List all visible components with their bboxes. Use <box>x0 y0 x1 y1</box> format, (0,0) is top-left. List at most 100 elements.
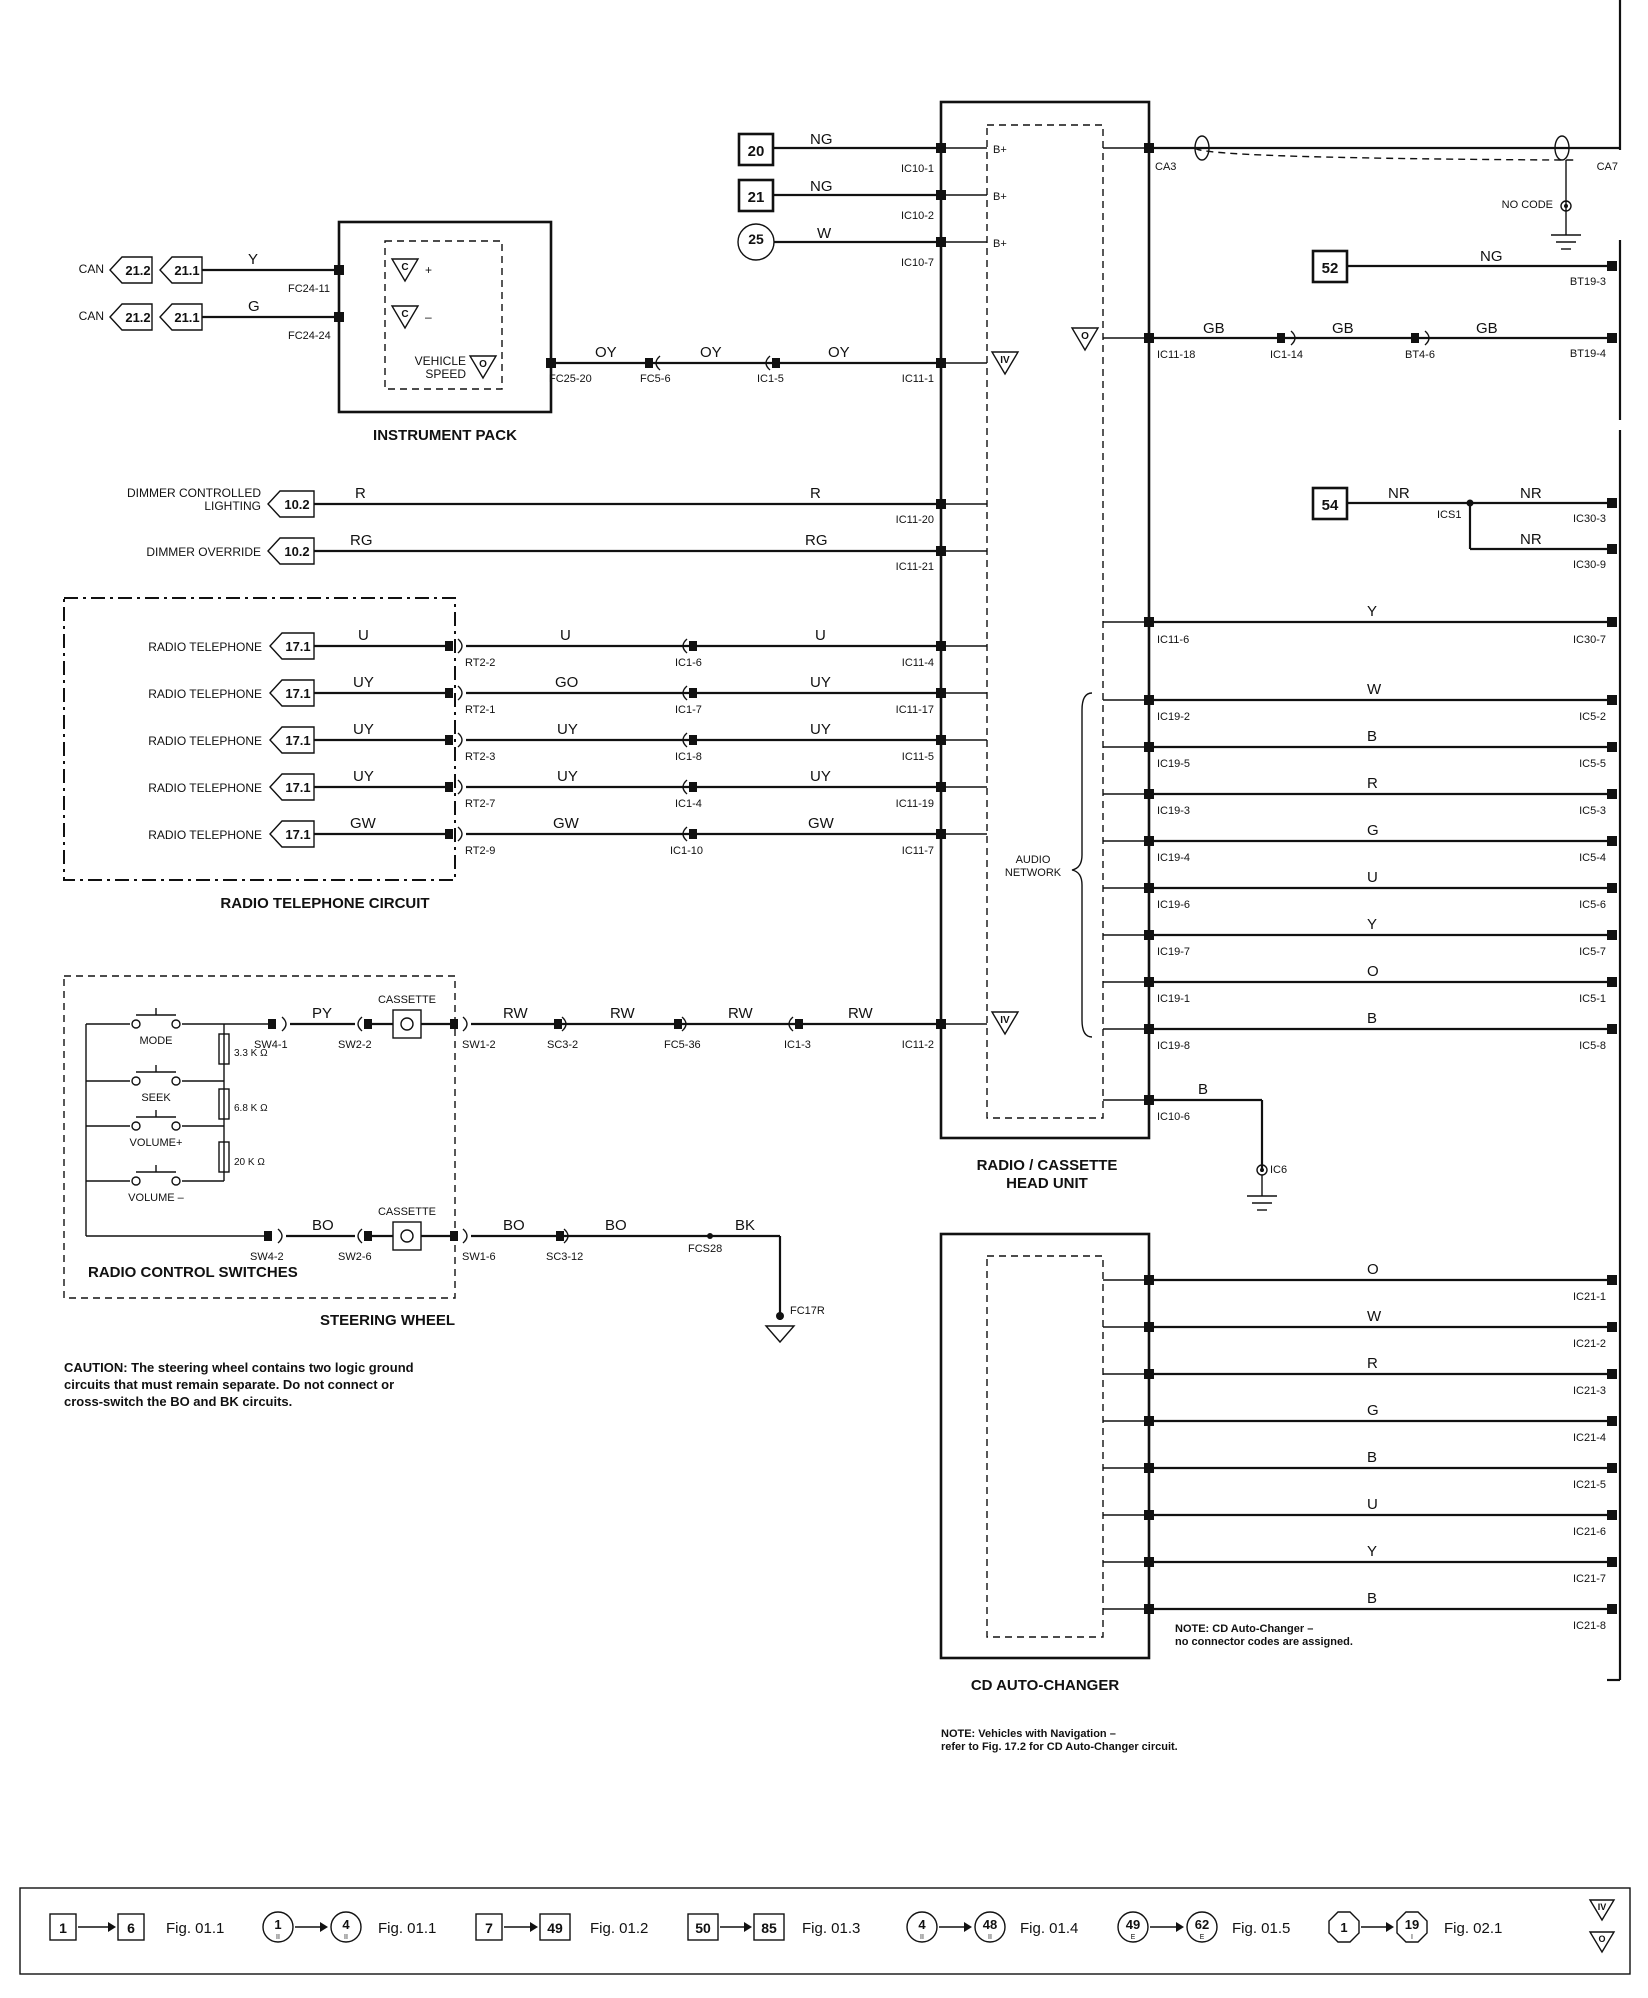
svg-text:RG: RG <box>805 532 828 549</box>
svg-text:IC1-14: IC1-14 <box>1270 349 1303 361</box>
svg-text:49: 49 <box>1126 1917 1140 1932</box>
svg-text:Fig. 01.5: Fig. 01.5 <box>1232 1920 1290 1937</box>
svg-text:48: 48 <box>983 1917 997 1932</box>
svg-text:B: B <box>1367 1590 1377 1607</box>
rw-circuit: RW RW RW RW SW1-2 SC3-2 FC5-36 IC1-3 IC1… <box>450 1005 936 1051</box>
svg-text:21: 21 <box>748 189 765 206</box>
svg-text:B+: B+ <box>993 144 1007 156</box>
svg-text:IC21-7: IC21-7 <box>1573 1573 1606 1585</box>
svg-text:4: 4 <box>342 1917 350 1932</box>
svg-text:C: C <box>401 309 408 320</box>
svg-text:NR: NR <box>1388 485 1410 502</box>
svg-text:II: II <box>344 1934 348 1941</box>
svg-text:W: W <box>1367 1308 1382 1325</box>
svg-text:IC19-4: IC19-4 <box>1157 852 1190 864</box>
svg-text:circuits that must remain sepa: circuits that must remain separate. Do n… <box>64 1377 394 1392</box>
svg-text:19: 19 <box>1405 1917 1419 1932</box>
svg-text:IV: IV <box>1000 355 1010 366</box>
svg-text:IC5-7: IC5-7 <box>1579 946 1606 958</box>
svg-text:IC21-3: IC21-3 <box>1573 1385 1606 1397</box>
svg-text:IC11-6: IC11-6 <box>1157 634 1189 646</box>
svg-text:IV: IV <box>1598 1902 1607 1912</box>
svg-text:1: 1 <box>274 1917 281 1932</box>
svg-text:Y: Y <box>1367 1543 1377 1560</box>
svg-text:IC5-1: IC5-1 <box>1579 993 1606 1005</box>
svg-text:SW4-1: SW4-1 <box>254 1039 288 1051</box>
svg-text:C: C <box>401 262 408 273</box>
svg-text:UY: UY <box>353 674 374 691</box>
svg-text:IC19-8: IC19-8 <box>1157 1040 1190 1052</box>
svg-text:17.1: 17.1 <box>285 733 310 748</box>
svg-text:W: W <box>1367 681 1382 698</box>
svg-text:PY: PY <box>312 1005 332 1022</box>
svg-text:G: G <box>1367 822 1379 839</box>
svg-text:B: B <box>1367 1010 1377 1027</box>
svg-text:20: 20 <box>748 143 765 160</box>
svg-text:RW: RW <box>503 1005 529 1022</box>
svg-text:IC1-7: IC1-7 <box>675 704 702 716</box>
svg-text:I: I <box>1411 1934 1413 1941</box>
svg-text:IC21-4: IC21-4 <box>1573 1432 1606 1444</box>
svg-text:R: R <box>1367 1355 1378 1372</box>
svg-text:AUDIO: AUDIO <box>1016 854 1051 866</box>
svg-text:UY: UY <box>810 768 831 785</box>
svg-text:CA7: CA7 <box>1597 161 1618 173</box>
svg-text:NETWORK: NETWORK <box>1005 867 1062 879</box>
svg-text:IC21-5: IC21-5 <box>1573 1479 1606 1491</box>
svg-text:62: 62 <box>1195 1917 1209 1932</box>
svg-text:RADIO CONTROL SWITCHES: RADIO CONTROL SWITCHES <box>88 1264 298 1281</box>
svg-text:UY: UY <box>810 721 831 738</box>
svg-text:O: O <box>479 359 487 370</box>
svg-text:U: U <box>1367 869 1378 886</box>
svg-text:IC21-8: IC21-8 <box>1573 1620 1606 1632</box>
svg-text:IC19-3: IC19-3 <box>1157 805 1190 817</box>
svg-text:SEEK: SEEK <box>141 1092 171 1104</box>
svg-text:B+: B+ <box>993 191 1007 203</box>
svg-text:IC1-4: IC1-4 <box>675 798 702 810</box>
svg-text:no connector codes are assigne: no connector codes are assigned. <box>1175 1636 1353 1648</box>
svg-text:FC24-11: FC24-11 <box>288 283 330 295</box>
svg-text:IC11-21: IC11-21 <box>896 561 934 573</box>
notes: NOTE: CD Auto-Changer – no connector cod… <box>941 1623 1353 1753</box>
svg-text:1: 1 <box>1340 1920 1347 1935</box>
svg-text:CAN: CAN <box>79 309 104 323</box>
svg-text:IC11-1: IC11-1 <box>902 373 934 385</box>
svg-text:54: 54 <box>1322 497 1339 514</box>
svg-text:IC21-6: IC21-6 <box>1573 1526 1606 1538</box>
svg-text:IC11-20: IC11-20 <box>896 514 934 526</box>
svg-text:IC21-1: IC21-1 <box>1573 1291 1606 1303</box>
svg-text:IC11-4: IC11-4 <box>902 657 934 669</box>
svg-text:IC19-7: IC19-7 <box>1157 946 1190 958</box>
svg-text:Y: Y <box>1367 603 1377 620</box>
svg-text:IC1-6: IC1-6 <box>675 657 702 669</box>
svg-text:SC3-12: SC3-12 <box>546 1251 583 1263</box>
svg-text:IC30-3: IC30-3 <box>1573 513 1606 525</box>
svg-text:MODE: MODE <box>140 1035 173 1047</box>
svg-text:IC1-10: IC1-10 <box>670 845 703 857</box>
svg-text:NG: NG <box>810 178 833 195</box>
svg-text:CASSETTE: CASSETTE <box>378 994 436 1006</box>
svg-text:CAN: CAN <box>79 262 104 276</box>
svg-text:IC19-2: IC19-2 <box>1157 711 1190 723</box>
can-references: CAN 21.2 21.1 Y FC24-11 CAN 21.2 21.1 G … <box>79 251 344 342</box>
svg-text:STEERING WHEEL: STEERING WHEEL <box>320 1312 455 1329</box>
svg-text:BK: BK <box>735 1217 755 1234</box>
power-inputs: 20 NG IC10-1 21 NG IC10-2 25 W IC10-7 <box>737 131 936 269</box>
svg-text:20 K Ω: 20 K Ω <box>234 1157 265 1168</box>
svg-text:SW1-6: SW1-6 <box>462 1251 496 1263</box>
svg-text:IC11-19: IC11-19 <box>896 798 934 810</box>
svg-text:SPEED: SPEED <box>425 367 466 381</box>
svg-text:IC11-18: IC11-18 <box>1157 349 1195 361</box>
svg-text:IC5-6: IC5-6 <box>1579 899 1606 911</box>
svg-text:RADIO / CASSETTE: RADIO / CASSETTE <box>977 1157 1118 1174</box>
svg-text:FC24-24: FC24-24 <box>288 330 331 342</box>
svg-text:CASSETTE: CASSETTE <box>378 1206 436 1218</box>
svg-text:IC5-5: IC5-5 <box>1579 758 1606 770</box>
svg-text:FC17R: FC17R <box>790 1305 825 1317</box>
svg-text:3.3 K Ω: 3.3 K Ω <box>234 1048 268 1059</box>
svg-text:IC19-6: IC19-6 <box>1157 899 1190 911</box>
svg-text:R: R <box>810 485 821 502</box>
svg-text:RADIO TELEPHONE: RADIO TELEPHONE <box>148 734 262 748</box>
svg-text:GO: GO <box>555 674 578 691</box>
svg-text:UY: UY <box>557 721 578 738</box>
